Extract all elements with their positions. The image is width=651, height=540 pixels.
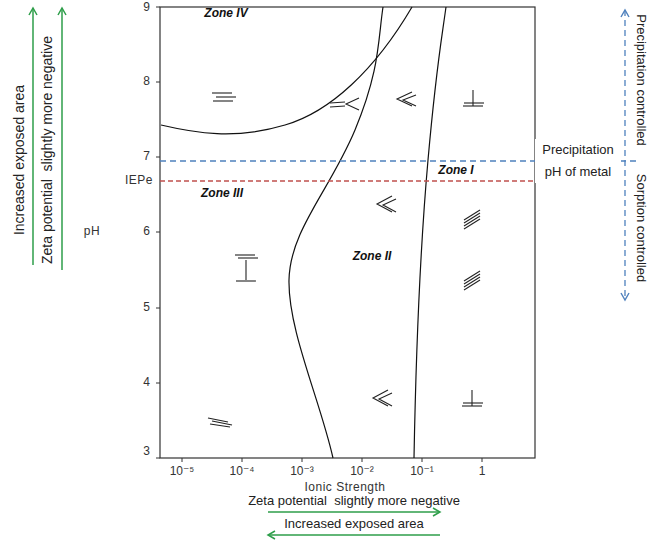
y-ticks	[156, 7, 160, 458]
tick-label: 10⁻²	[350, 465, 374, 479]
tick-label: 7	[143, 150, 150, 164]
tick-label: 10⁻⁵	[170, 465, 195, 479]
trend-label: Zeta potential slightly more negative	[39, 36, 55, 264]
line-label: Precipitation pH of metal	[535, 139, 621, 183]
trend-label: Zeta potential slightly more negative	[248, 494, 460, 509]
tick-label: 10⁻¹	[410, 465, 434, 479]
tick-label: 1	[479, 465, 486, 479]
trend-label: Increased exposed area	[11, 85, 27, 235]
exposed-area-arrow	[268, 534, 440, 536]
zeta-arrow	[61, 8, 63, 270]
zeta-arrow	[268, 511, 440, 513]
zone-boundaries	[161, 7, 446, 458]
plot-frame	[160, 7, 535, 458]
control-label: Precipitation controlled	[634, 14, 649, 146]
tick-label: 8	[143, 75, 150, 89]
axis-title: pH	[84, 225, 100, 239]
zone-label: Zone II	[353, 250, 392, 264]
trend-label: Increased exposed area	[284, 517, 423, 532]
zone-label: Zone III	[201, 187, 243, 201]
axis-marker-label: IEPe	[125, 174, 153, 188]
tick-label: 6	[143, 225, 150, 239]
x-ticks	[182, 458, 482, 462]
exposed-area-arrow	[32, 8, 34, 265]
tick-label: 9	[143, 1, 150, 15]
tick-label: 5	[143, 301, 150, 315]
zone-label: Zone I	[438, 164, 473, 178]
control-label: Sorption controlled	[634, 174, 649, 282]
tick-label: 3	[143, 445, 150, 459]
iep-line	[160, 180, 535, 181]
tick-label: 4	[143, 376, 150, 390]
control-arrow	[624, 10, 625, 300]
tick-label: 10⁻⁴	[230, 465, 255, 479]
zone-label: Zone IV	[204, 7, 247, 21]
platelet-symbols	[208, 90, 484, 427]
tick-label: 10⁻³	[290, 465, 314, 479]
